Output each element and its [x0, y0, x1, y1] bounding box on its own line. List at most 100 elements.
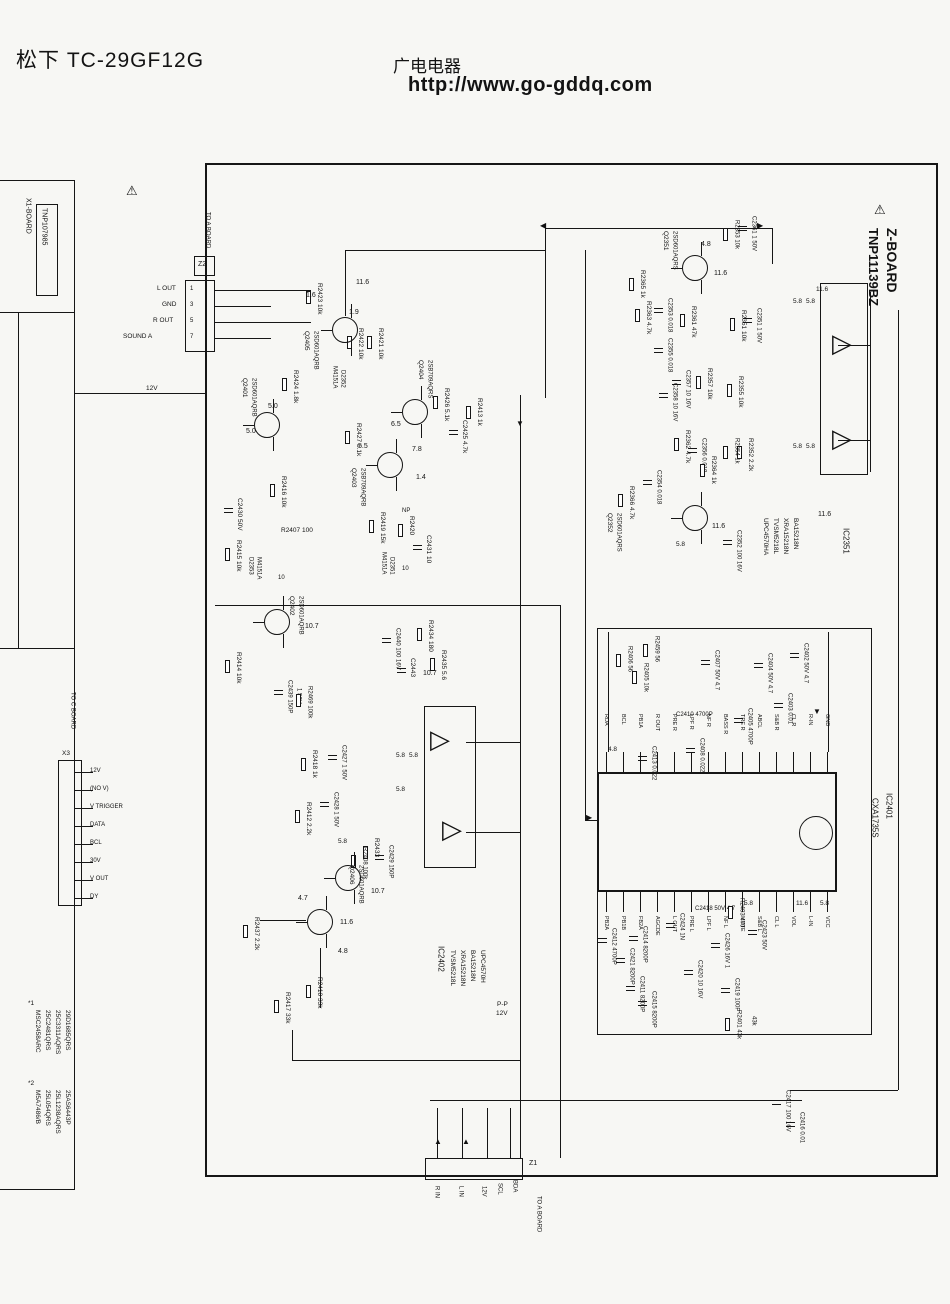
schematic-label: 30V	[90, 858, 101, 864]
wire	[321, 330, 332, 331]
wire	[657, 892, 658, 912]
resistor-symbol	[398, 524, 403, 537]
wire	[18, 312, 19, 648]
schematic-label: C2361 1 50V	[750, 216, 757, 252]
capacitor-symbol	[397, 668, 406, 673]
wire	[487, 1108, 488, 1158]
wire	[354, 852, 355, 866]
schematic-label: DATA	[90, 822, 106, 828]
schematic-label: R2419 15k	[379, 512, 387, 544]
ic-pin-label: L OUT	[670, 916, 677, 932]
schematic-label: 5	[190, 318, 194, 324]
schematic-label: R2435 5.6	[440, 650, 448, 680]
schematic-label: C2404 50V 4.7	[766, 653, 773, 694]
schematic-label: C2358 10 16V	[671, 383, 678, 422]
schematic-label: C2405 4700P	[746, 708, 753, 745]
wire	[396, 439, 397, 453]
resistor-symbol	[635, 309, 640, 322]
resistor-symbol	[629, 278, 634, 291]
resistor-symbol	[696, 376, 701, 389]
schematic-label: C2402 50V 4.7	[802, 643, 809, 684]
schematic-label: R2366 4.7k	[628, 486, 636, 520]
schematic-label: R2403 470	[738, 898, 745, 928]
resistor-symbol	[433, 396, 438, 409]
schematic-label: 4.7	[298, 895, 308, 902]
schematic-label: R2420	[408, 516, 416, 536]
schematic-label: C2443	[409, 658, 417, 678]
schematic-label: R2353 10k	[733, 220, 740, 250]
schematic-label: 5.8	[806, 443, 816, 450]
schematic-label: 10	[278, 575, 285, 581]
resistor-symbol	[295, 810, 300, 823]
schematic-label: ⚠	[874, 202, 886, 217]
capacitor-symbol	[449, 430, 458, 435]
schematic-label: 7	[190, 334, 194, 340]
board-outline	[820, 283, 868, 475]
schematic-label: R2414 10k	[235, 652, 243, 684]
schematic-label: 5.0	[268, 403, 278, 411]
wire	[351, 342, 352, 356]
schematic-label: C2424 1N	[678, 913, 685, 941]
schematic-label: R2423 10k	[316, 283, 324, 315]
schematic-label: D2352	[339, 370, 346, 388]
schematic-label: C2419 100P	[733, 978, 740, 1012]
wire	[810, 752, 811, 772]
schematic-label: IC2351	[841, 528, 851, 554]
wire	[545, 228, 773, 229]
ic-pin-label: GND	[823, 714, 830, 727]
capacitor-symbol	[626, 986, 635, 991]
capacitor-symbol	[738, 226, 747, 231]
board-outline	[194, 256, 215, 276]
wire	[273, 399, 274, 413]
schematic-label: C2408 0.022	[698, 738, 705, 773]
ic-pin-label: R OUT	[653, 714, 660, 732]
schematic-label: (NO V)	[90, 786, 109, 792]
capacitor-symbol	[772, 1100, 781, 1105]
wire	[510, 1108, 511, 1158]
ic-pin-label: VCC	[823, 916, 830, 928]
opamp-icon: ▷	[832, 423, 852, 453]
schematic-label: 11.6	[796, 900, 809, 907]
wire	[701, 280, 702, 294]
schematic-label: BA15218N	[792, 518, 800, 550]
wire	[776, 752, 777, 772]
resistor-symbol	[618, 494, 623, 507]
ic-pin-label: NF R	[704, 714, 711, 727]
wire	[585, 250, 586, 820]
schematic-label: 25C2481QRS	[44, 1010, 52, 1051]
wire	[421, 386, 422, 400]
schematic-label: M4151A	[331, 366, 338, 389]
wire	[545, 228, 546, 398]
schematic-label: R IN	[433, 1186, 440, 1198]
wire	[708, 892, 709, 912]
wire	[671, 268, 682, 269]
wire	[75, 898, 93, 899]
transistor-symbol	[682, 255, 708, 281]
ic2401-body	[597, 772, 837, 892]
ic-pin-label: ABCL	[755, 714, 762, 729]
ic-pin-label: BCL	[619, 714, 626, 725]
wire	[772, 228, 773, 264]
wire	[623, 752, 624, 772]
wire	[898, 310, 899, 1090]
wire	[0, 312, 75, 313]
wire	[838, 345, 870, 346]
wire	[75, 880, 93, 881]
schematic-label: CXA1735S	[870, 798, 880, 838]
schematic-label: 5.8	[338, 838, 348, 845]
capacitor-symbol	[654, 308, 663, 313]
resistor-symbol	[274, 1000, 279, 1013]
schematic-label: 12V	[496, 1010, 508, 1017]
schematic-label: TNP11139BZ	[866, 228, 882, 307]
resistor-symbol	[225, 548, 230, 561]
schematic-label: C2410 4700P	[676, 712, 713, 718]
opamp-icon: ▷	[430, 724, 450, 754]
schematic-label: 10	[402, 566, 409, 572]
schematic-label: BCL	[90, 840, 102, 846]
schematic-label: 43k	[750, 1016, 757, 1026]
schematic-label: 2SB709AQRS	[426, 360, 433, 399]
transistor-symbol	[682, 505, 708, 531]
schematic-label: C2415 8200P	[650, 991, 657, 1028]
resistor-symbol	[466, 406, 471, 419]
